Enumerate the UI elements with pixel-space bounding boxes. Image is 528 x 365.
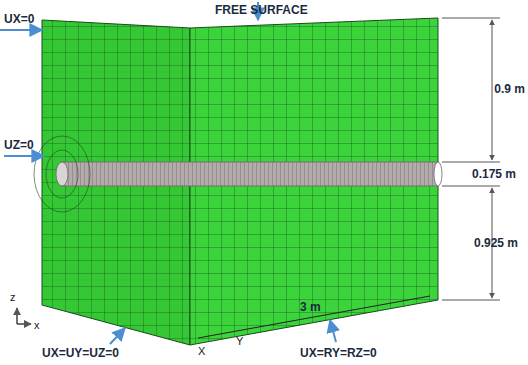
dimension-label: 0.9 m: [494, 82, 525, 96]
dimension-label: 0.175 m: [472, 167, 516, 181]
axis-label: Y: [236, 334, 243, 348]
boundary-label: UX=0: [4, 12, 34, 26]
boundary-label: FREE SURFACE: [215, 3, 308, 17]
axis-label: x: [34, 318, 40, 332]
boundary-label: UX=UY=UZ=0: [42, 346, 119, 360]
axis-label: X: [198, 344, 205, 358]
axis-label: z: [10, 290, 16, 304]
dimension-label: 0.925 m: [474, 236, 518, 250]
boundary-label: UX=RY=RZ=0: [300, 346, 377, 360]
dimension-label: 3 m: [300, 300, 321, 314]
boundary-label: UZ=0: [4, 138, 34, 152]
